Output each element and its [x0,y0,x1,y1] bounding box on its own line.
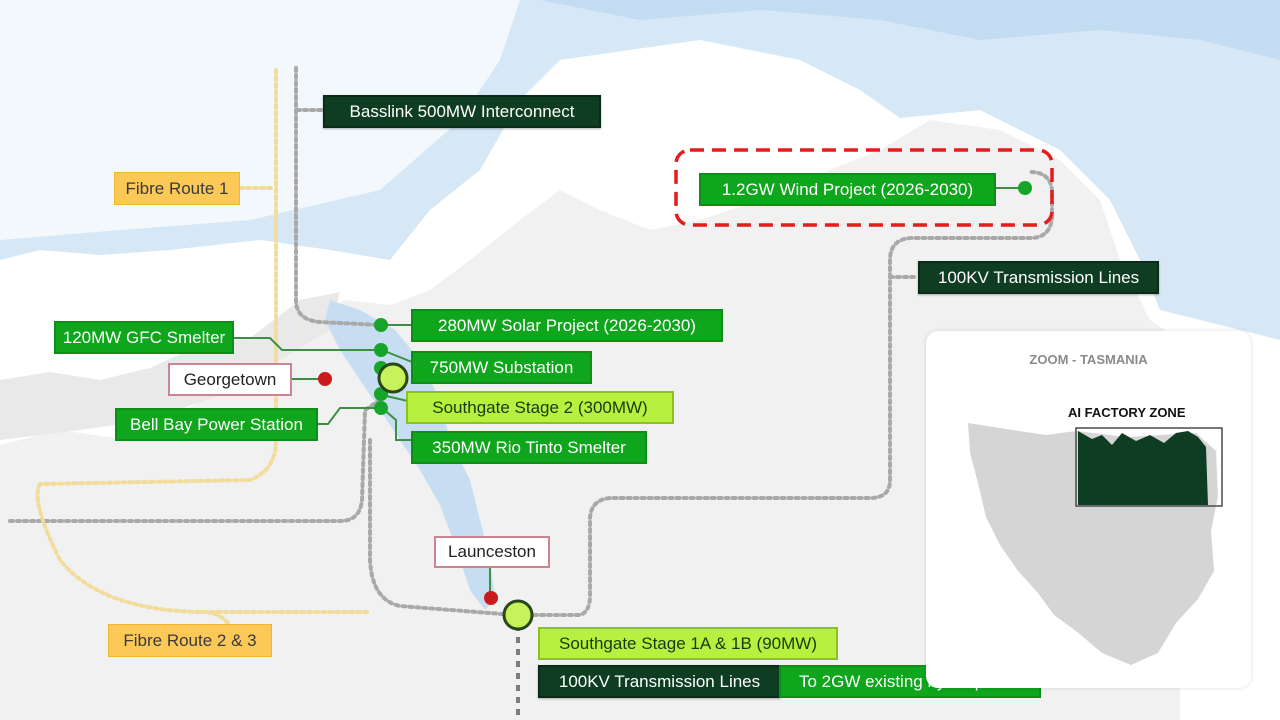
fibre-route-23-label: Fibre Route 2 & 3 [108,624,272,657]
transmission-lines-south-label: 100KV Transmission Lines [538,665,781,698]
wind-project-node-dot [1018,181,1032,195]
basslink-label: Basslink 500MW Interconnect [323,95,601,128]
ai-factory-zone-box [1075,427,1223,507]
rio-tinto-node-dot [374,401,388,415]
georgetown-marker [318,372,332,386]
launceston-label: Launceston [434,536,550,568]
ai-factory-zone-label: AI FACTORY ZONE [1068,405,1186,420]
solar-node-dot [374,318,388,332]
southgate-stage1-label: Southgate Stage 1A & 1B (90MW) [538,627,838,660]
substation-node-dot [374,343,388,357]
ai-factory-zone-region [1078,431,1208,505]
tasmania-outline-map [968,423,1223,665]
deep-water [540,0,1280,60]
gfc-smelter-label: 120MW GFC Smelter [54,321,234,354]
substation-label: 750MW Substation [411,351,592,384]
southgate-stage1-node [502,599,534,631]
southgate-stage2-node [377,362,409,394]
southgate-stage2-label: Southgate Stage 2 (300MW) [406,391,674,424]
launceston-marker [484,591,498,605]
georgetown-label: Georgetown [168,363,292,396]
zoom-panel-title: ZOOM - TASMANIA [1029,352,1148,367]
zoom-tasmania-panel: ZOOM - TASMANIA AI FACTORY ZONE [926,331,1251,688]
fibre-route-1-label: Fibre Route 1 [114,172,240,205]
rio-tinto-smelter-label: 350MW Rio Tinto Smelter [411,431,647,464]
transmission-lines-north-label: 100KV Transmission Lines [918,261,1159,294]
bell-bay-label: Bell Bay Power Station [115,408,318,441]
solar-project-label: 280MW Solar Project (2026-2030) [411,309,723,342]
tamar-river [325,300,495,610]
wind-project-label: 1.2GW Wind Project (2026-2030) [699,173,996,206]
